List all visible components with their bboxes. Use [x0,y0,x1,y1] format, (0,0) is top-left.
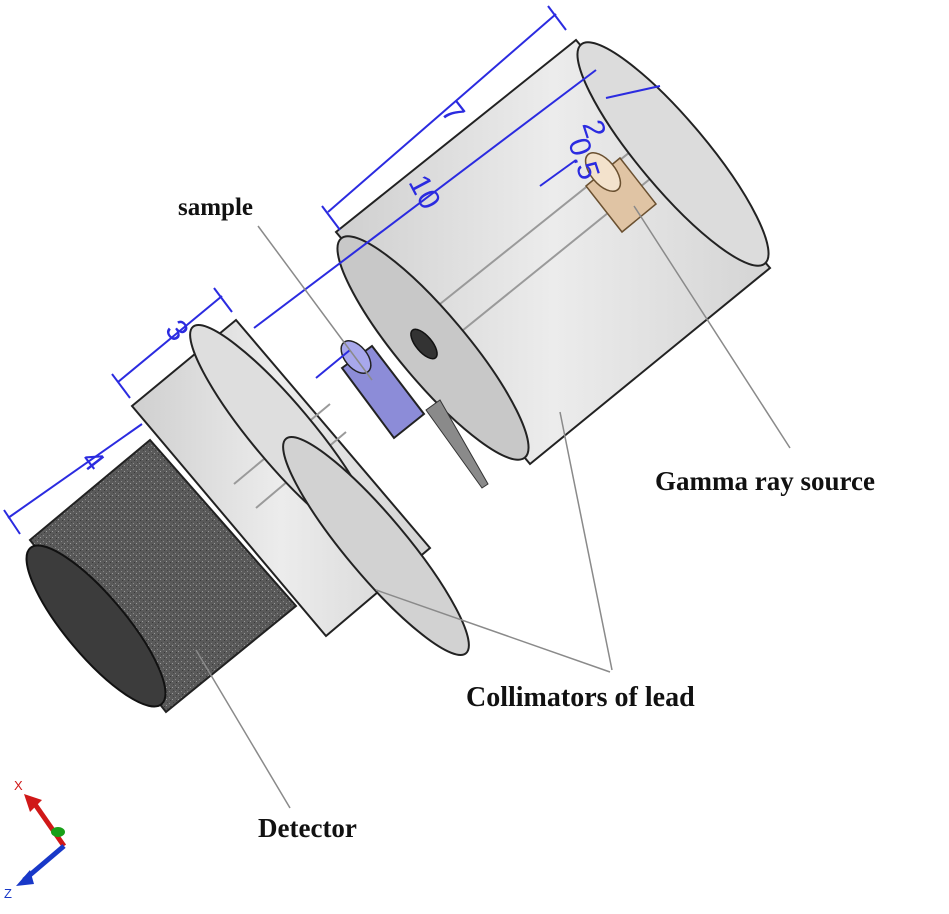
dim-label-7: 7 [434,96,470,129]
label-sample: sample [178,194,253,221]
dimension-lines [3,5,661,535]
axis-z-label: Z [4,886,12,901]
axis-x-label: X [14,778,23,793]
label-detector: Detector [258,813,357,843]
detector-body [25,438,298,714]
leader-lines [195,205,791,809]
dim-label-3: 3 [158,314,194,347]
label-collimators-of-lead: Collimators of lead [466,682,695,713]
small-collimator [130,318,470,656]
dim-label-4: 4 [74,444,110,477]
axis-triad: X Z [4,778,67,901]
label-gamma-ray-source: Gamma ray source [655,466,875,496]
large-collimator [334,38,772,466]
